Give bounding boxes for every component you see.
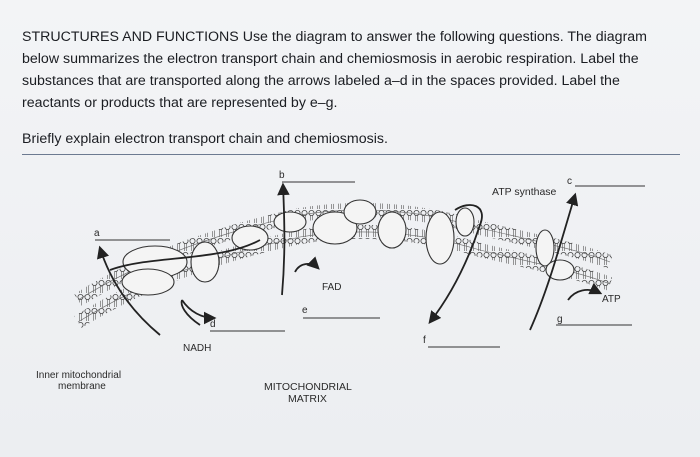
- membrane-label-line2: membrane: [58, 381, 106, 392]
- letter-g: g: [557, 314, 563, 325]
- atp-synthase-label: ATP synthase: [492, 186, 557, 198]
- explain-prompt: Briefly explain electron transport chain…: [22, 131, 388, 147]
- letter-f: f: [423, 335, 426, 346]
- nadh-label: NADH: [183, 343, 211, 354]
- answer-blanks: [95, 181, 645, 348]
- fad-label: FAD: [322, 282, 341, 293]
- letter-a: a: [94, 228, 100, 239]
- letter-d: d: [210, 319, 216, 330]
- letter-c: c: [567, 176, 572, 187]
- transport-arrows: [96, 182, 603, 336]
- protein-complexes: [121, 199, 575, 296]
- matrix-label-line1: MITOCHONDRIAL: [264, 381, 352, 393]
- letter-e: e: [302, 305, 308, 316]
- membrane-label-line1: Inner mitochondrial: [36, 370, 121, 381]
- question-text: STRUCTURES AND FUNCTIONS Use the diagram…: [22, 29, 648, 111]
- atp-label: ATP: [602, 294, 621, 305]
- letter-b: b: [279, 170, 285, 181]
- matrix-label-line2: MATRIX: [288, 393, 327, 405]
- answer-line: [22, 154, 680, 155]
